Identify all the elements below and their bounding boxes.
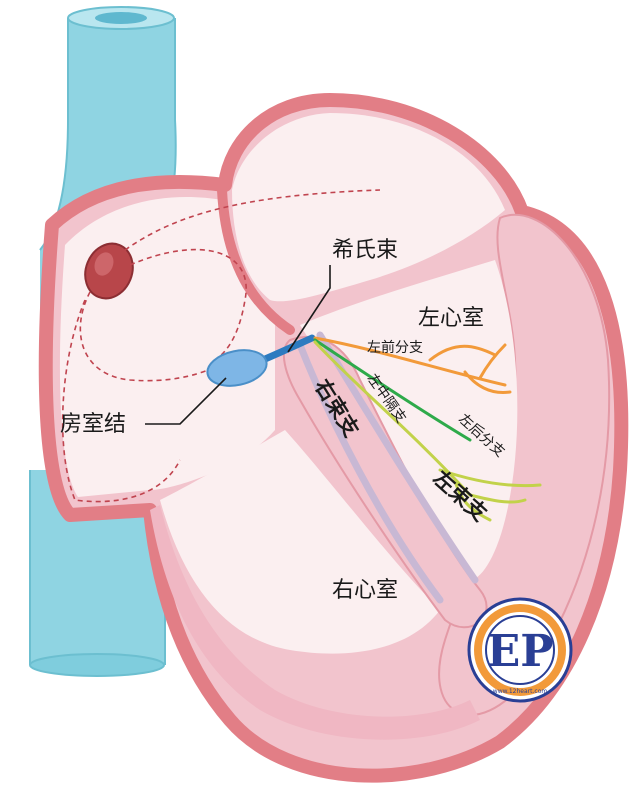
left-septal-fascicle bbox=[313, 338, 472, 442]
av-node bbox=[206, 349, 268, 387]
right-ventricle-wall bbox=[150, 505, 480, 740]
left-posterior-fascicle bbox=[313, 340, 542, 522]
label-av-node: 房室结 bbox=[60, 412, 126, 437]
left-atrium bbox=[232, 113, 505, 302]
logo-url: www.12heart.com bbox=[493, 688, 548, 695]
atrial-septum bbox=[217, 185, 295, 335]
label-left-ventricle: 左心室 bbox=[418, 306, 484, 331]
ep-logo: EP www.12heart.com bbox=[467, 597, 573, 703]
right-ventricle-cavity bbox=[160, 430, 440, 654]
logo-letters: EP bbox=[487, 626, 554, 677]
internodal-pathways bbox=[61, 189, 381, 503]
label-his-bundle: 希氏束 bbox=[332, 238, 398, 263]
left-anterior-fascicle bbox=[313, 336, 512, 395]
label-right-ventricle: 右心室 bbox=[332, 578, 398, 603]
leader-lines bbox=[145, 265, 331, 425]
label-left-anterior-fascicle: 左前分支 bbox=[367, 339, 423, 356]
